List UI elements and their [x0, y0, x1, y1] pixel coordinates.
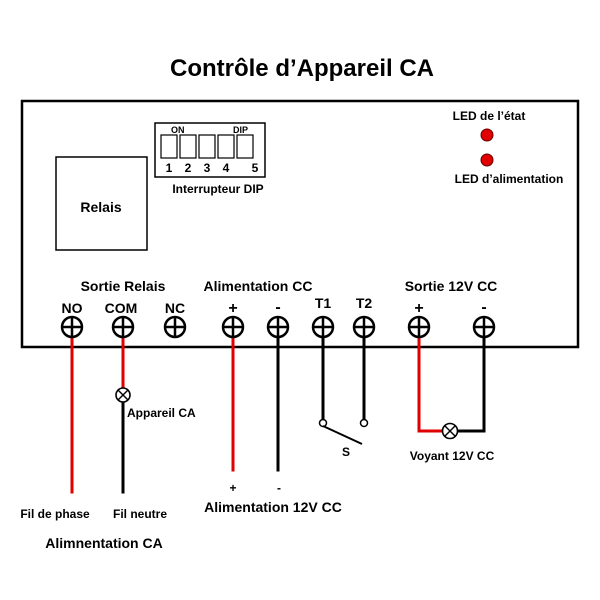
terminal-com-icon[interactable] — [111, 315, 135, 339]
out-plus-wire — [417, 334, 445, 433]
out-minus-wire — [456, 334, 486, 433]
terminal-plus-icon[interactable] — [221, 315, 245, 339]
dip-number-1: 1 — [166, 161, 173, 175]
power-input-label: Alimentation CC — [204, 278, 313, 294]
dip-number-2: 2 — [185, 161, 192, 175]
terminal-com-label: COM — [105, 300, 138, 316]
indicator-lamp-icon — [441, 422, 459, 440]
dip-lever-3[interactable] — [198, 134, 216, 159]
terminals — [60, 315, 496, 339]
power-led-label: LED d’alimentation — [455, 172, 564, 186]
dip-on-label: ON — [171, 125, 185, 135]
wires — [70, 334, 486, 494]
terminal-no-label: NO — [62, 300, 83, 316]
terminal-minus-icon[interactable] — [266, 315, 290, 339]
terminal-out-minus-label: - — [481, 299, 486, 316]
switch-s — [318, 418, 369, 445]
status-led-icon — [480, 128, 494, 142]
dip-number-3: 3 — [204, 161, 211, 175]
terminal-out-minus-icon[interactable] — [472, 315, 496, 339]
relay-label: Relais — [80, 199, 121, 215]
ac-supply-label: Alimnentation CA — [45, 535, 162, 551]
dip-number-4: 4 — [223, 161, 230, 175]
dc-supply-label: Alimentation 12V CC — [204, 499, 342, 515]
switch-label: S — [342, 445, 350, 459]
dip-levers — [160, 134, 254, 159]
relay-box — [55, 156, 148, 251]
indicator-label: Voyant 12V CC — [410, 449, 495, 463]
diagram-title: Contrôle d’Appareil CA — [170, 55, 434, 82]
terminal-nc-label: NC — [165, 300, 185, 316]
terminal-out-plus-label: + — [414, 300, 423, 317]
terminal-minus-label: - — [275, 299, 280, 316]
dip-lever-1[interactable] — [160, 134, 178, 159]
dc-plus-label: + — [229, 481, 236, 495]
neutral-wire-label: Fil neutre — [113, 507, 167, 521]
phase-wire-label: Fil de phase — [20, 507, 90, 521]
terminal-out-plus-icon[interactable] — [407, 315, 431, 339]
status-led-label: LED de l’état — [453, 109, 526, 123]
terminal-plus-label: + — [228, 300, 237, 317]
dip-lever-4[interactable] — [217, 134, 235, 159]
ac-device-lamp-icon — [115, 387, 131, 403]
dc-minus-label: - — [277, 481, 281, 495]
dip-lever-2[interactable] — [179, 134, 197, 159]
ac-device-label: Appareil CA — [127, 406, 196, 420]
dip-switch: ON DIP 1 2 3 4 5 — [154, 122, 266, 178]
terminal-t2-icon[interactable] — [352, 315, 376, 339]
terminal-nc-icon[interactable] — [163, 315, 187, 339]
dip-dip-label: DIP — [233, 125, 248, 135]
terminal-t2-label: T2 — [356, 295, 373, 311]
dip-lever-5[interactable] — [236, 134, 254, 159]
power-led-icon — [480, 153, 494, 167]
output-12v-label: Sortie 12V CC — [405, 278, 498, 294]
terminal-t1-icon[interactable] — [311, 315, 335, 339]
dip-caption: Interrupteur DIP — [172, 182, 263, 196]
relay-output-label: Sortie Relais — [81, 278, 166, 294]
dip-number-5: 5 — [252, 161, 259, 175]
terminal-no-icon[interactable] — [60, 315, 84, 339]
terminal-t1-label: T1 — [315, 295, 332, 311]
